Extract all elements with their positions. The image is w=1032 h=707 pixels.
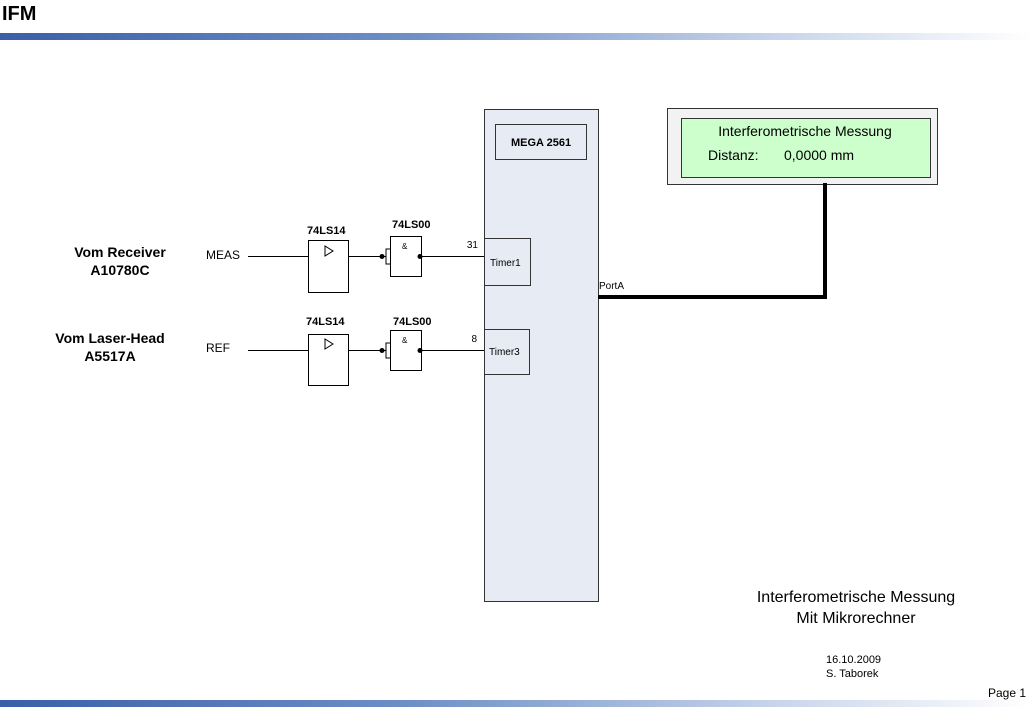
timer3-label: Timer3 (489, 347, 520, 358)
nand-gate-meas (390, 236, 422, 277)
porta-bus (598, 183, 827, 299)
lcd-distance-value: 0,0000 mm (784, 147, 854, 163)
lcd-line1: Interferometrische Messung (718, 123, 892, 139)
nand-gate-ref-label: 74LS00 (393, 316, 432, 328)
lcd-distance-label: Distanz: (708, 147, 759, 163)
meas-source-line1: Vom Receiver (74, 244, 166, 260)
timer3-box (484, 329, 530, 375)
header-bar (0, 33, 1032, 40)
buffer-triangle-meas (324, 245, 334, 257)
schmitt-trigger-ref (308, 334, 349, 386)
lcd-screen (681, 118, 931, 178)
page-title: IFM (2, 3, 37, 25)
meas-source-line2: A10780C (90, 262, 150, 278)
timer1-box (484, 238, 531, 286)
meta-date: 16.10.2009 (826, 654, 882, 666)
nand-gate-ref (390, 330, 422, 371)
nand-symbol-meas: & (402, 242, 408, 251)
meta-info: 16.10.2009 S. Taborek (826, 653, 881, 681)
timer1-label: Timer1 (490, 258, 521, 269)
timer1-pin: 31 (467, 240, 479, 251)
nand-output-dot-meas (417, 254, 423, 259)
page-number: Page 1 (988, 686, 1027, 700)
caption: Interferometrische Messung Mit Mikrorech… (726, 587, 986, 629)
mcu-name-box (495, 124, 587, 160)
nand-output-dot-ref (417, 348, 423, 353)
schmitt-trigger-meas (308, 240, 349, 293)
caption-line2: Mit Mikrorechner (796, 610, 916, 627)
schmitt-trigger-meas-label: 74LS14 (307, 225, 346, 237)
timer3-pin: 8 (471, 334, 477, 345)
nand-gate-meas-label: 74LS00 (392, 219, 431, 231)
schmitt-trigger-ref-label: 74LS14 (306, 316, 345, 328)
caption-line1: Interferometrische Messung (756, 589, 956, 606)
ref-source-line2: A5517A (84, 348, 136, 364)
ref-signal-label: REF (206, 341, 230, 355)
ref-source-line1: Vom Laser-Head (55, 330, 165, 346)
meas-signal-label: MEAS (206, 248, 241, 262)
meta-author: S. Taborek (826, 668, 879, 680)
mcu-name: MEGA 2561 (511, 137, 571, 149)
nand-symbol-ref: & (402, 336, 408, 345)
footer-bar (0, 700, 1032, 707)
porta-label: PortA (599, 281, 624, 292)
buffer-triangle-ref (324, 338, 334, 350)
meas-source-label: Vom Receiver A10780C (45, 243, 195, 279)
ref-source-label: Vom Laser-Head A5517A (35, 329, 185, 365)
